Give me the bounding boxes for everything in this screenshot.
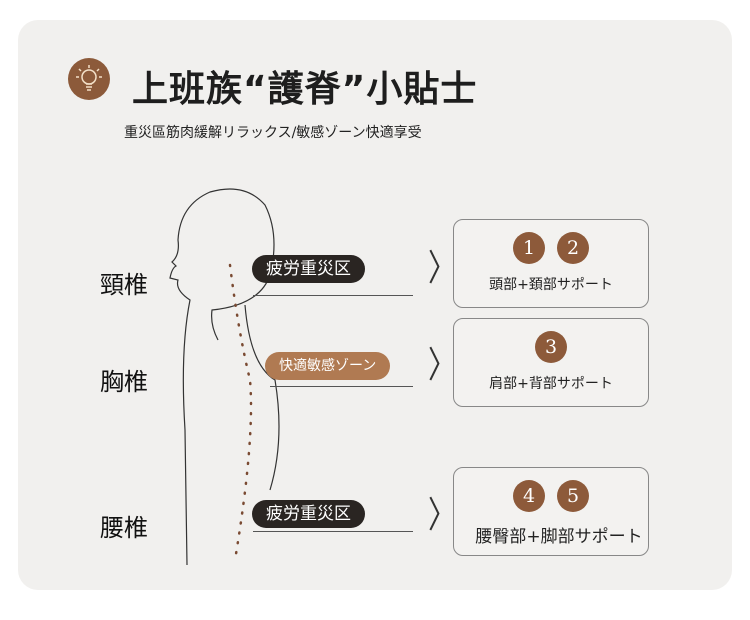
chevron-right-icon: 〉 <box>428 343 457 387</box>
chevron-right-icon: 〉 <box>428 246 457 290</box>
support-text: 肩部+背部サポート <box>489 376 613 392</box>
label-cervical: 頸椎 <box>100 271 148 299</box>
support-text: 腰臀部+脚部サポート <box>475 527 643 547</box>
divider <box>253 531 413 532</box>
zone-tag: 疲労重災区 <box>252 255 365 283</box>
lightbulb-icon <box>68 58 110 100</box>
support-box: 3 肩部+背部サポート <box>453 318 649 407</box>
number-badge: 5 <box>557 480 589 512</box>
number-badge: 2 <box>557 232 589 264</box>
number-badge: 1 <box>513 232 545 264</box>
divider <box>270 386 413 387</box>
number-badge: 3 <box>535 331 567 363</box>
chevron-right-icon: 〉 <box>428 493 457 537</box>
divider <box>253 295 413 296</box>
body-silhouette <box>169 188 280 566</box>
label-thoracic: 胸椎 <box>100 368 148 396</box>
zone-tag: 疲労重災区 <box>252 500 365 528</box>
zone-tag: 快適敏感ゾーン <box>265 352 391 380</box>
label-lumbar: 腰椎 <box>100 514 148 542</box>
number-badge: 4 <box>513 480 545 512</box>
page-subtitle: 重災區筋肉緩解リラックス/敏感ゾーン快適享受 <box>124 125 422 141</box>
support-text: 頭部+頚部サポート <box>489 277 613 293</box>
page-title: 上班族“護脊”小貼士 <box>132 69 478 110</box>
